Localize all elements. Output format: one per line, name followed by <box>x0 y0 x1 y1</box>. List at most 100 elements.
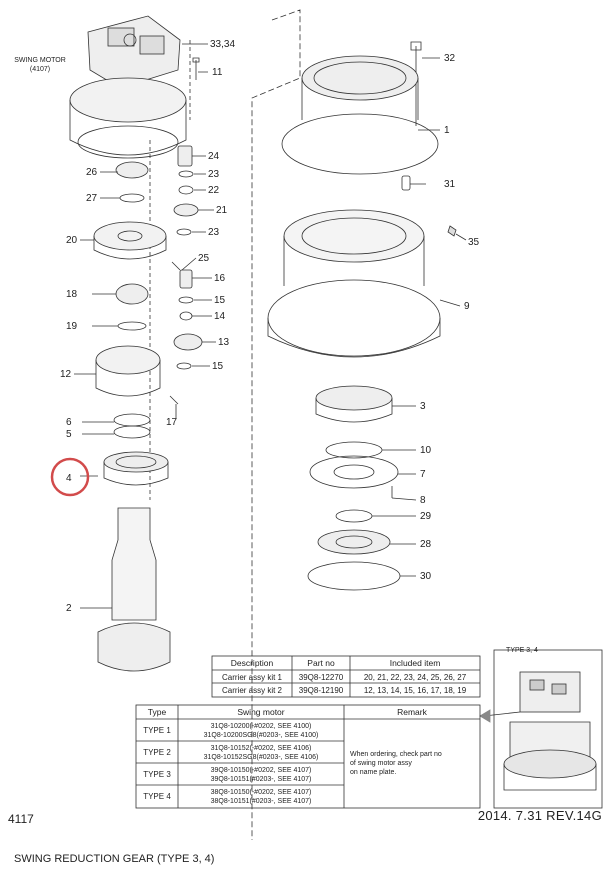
type-table <box>135 704 481 809</box>
washer-23b <box>176 228 192 236</box>
callout-27: 27 <box>86 193 98 204</box>
callout-19: 19 <box>66 321 78 332</box>
oring-29 <box>335 509 373 523</box>
callouts: 33,34 11 24 26 23 27 22 21 20 23 25 16 1… <box>60 39 480 614</box>
callout-29: 29 <box>420 511 432 522</box>
washer-27 <box>119 193 145 203</box>
pin-31 <box>401 175 411 191</box>
type-row4-line1: 38Q8-10150(-#0202, SEE 4107) <box>211 789 312 796</box>
type-row4-line2: 38Q8-10151(#0203-, SEE 4107) <box>211 798 312 805</box>
callout-23b: 23 <box>208 227 220 238</box>
type-row3-line1: 39Q8-10150(-#0202, SEE 4107) <box>211 767 312 774</box>
carrier-12 <box>95 345 161 397</box>
bearing-22 <box>178 185 194 195</box>
type-row1-type: TYPE 1 <box>143 726 171 735</box>
callout-25: 25 <box>198 253 210 264</box>
callout-18: 18 <box>66 289 78 300</box>
callout-3: 3 <box>420 401 426 412</box>
pin-16 <box>179 269 193 289</box>
gear-21 <box>173 203 199 217</box>
pin-24 <box>177 145 193 167</box>
callout-32: 32 <box>444 53 456 64</box>
callout-1: 1 <box>444 125 450 136</box>
callout-6: 6 <box>66 417 72 428</box>
callout-12: 12 <box>60 369 72 380</box>
callout-16: 16 <box>214 273 226 284</box>
callout-9: 9 <box>464 301 470 312</box>
page-number: 4117 <box>8 812 34 826</box>
type-row1-line2: 31Q8-10200SG8(#0203-, SEE 4100) <box>204 732 319 739</box>
callout-8: 8 <box>420 495 426 506</box>
kit-table <box>211 655 481 698</box>
bolt-11 <box>192 57 200 80</box>
callout-23a: 23 <box>208 169 220 180</box>
type34-thumbnail <box>493 649 603 809</box>
callout-21: 21 <box>216 205 228 216</box>
washer-15b <box>176 362 192 370</box>
type-row2-line2: 31Q8-10152SG8(#0203-, SEE 4106) <box>204 754 319 761</box>
callout-15a: 15 <box>214 295 226 306</box>
motor-label-line2: (4107) <box>30 66 50 73</box>
callout-33-34: 33,34 <box>210 39 235 50</box>
callout-13: 13 <box>218 337 230 348</box>
callout-17: 17 <box>166 417 178 428</box>
washer-23a <box>178 170 194 178</box>
kit-row2-items: 12, 13, 14, 15, 16, 17, 18, 19 <box>364 686 467 695</box>
callout-20: 20 <box>66 235 78 246</box>
kit-row1-desc: Carrier assy kit 1 <box>222 673 283 682</box>
callout-35: 35 <box>468 237 480 248</box>
callout-5: 5 <box>66 429 72 440</box>
figure-caption: SWING REDUCTION GEAR (TYPE 3, 4) <box>14 853 215 865</box>
pin-17 <box>169 395 179 405</box>
callout-30: 30 <box>420 571 432 582</box>
type-header-type: Type <box>148 707 167 717</box>
arrow-head <box>479 709 491 723</box>
kit-row1-partno: 39Q8-12270 <box>299 673 344 682</box>
highlight-circle <box>50 457 90 497</box>
kit-row1-items: 20, 21, 22, 23, 24, 25, 26, 27 <box>364 673 467 682</box>
ring-5 <box>113 425 151 439</box>
kit-header-included: Included item <box>390 658 441 668</box>
type-row1-line1: 31Q8-10200(-#0202, SEE 4100) <box>211 723 312 730</box>
callout-31: 31 <box>444 179 456 190</box>
swing-motor-illustration <box>69 15 187 159</box>
callout-15b: 15 <box>212 361 224 372</box>
type-header-remark: Remark <box>397 707 428 717</box>
kit-row2-partno: 39Q8-12190 <box>299 686 344 695</box>
type-label: TYPE 3, 4 <box>506 647 538 654</box>
kit-header-description: Description <box>231 658 274 668</box>
type-row4-type: TYPE 4 <box>143 792 171 801</box>
seal-6 <box>113 413 151 427</box>
callout-11: 11 <box>212 67 223 78</box>
washer-15a <box>178 296 194 304</box>
bearing-14 <box>179 311 193 321</box>
remark-line3: on name plate. <box>350 769 396 776</box>
callout-14: 14 <box>214 311 226 322</box>
type-row3-type: TYPE 3 <box>143 770 171 779</box>
callout-7: 7 <box>420 469 426 480</box>
washer-19 <box>117 321 147 331</box>
callout-24: 24 <box>208 151 220 162</box>
callout-22: 22 <box>208 185 220 196</box>
remark-line2: of swing motor assy <box>350 760 412 767</box>
pin-25 <box>171 261 181 271</box>
callout-28: 28 <box>420 539 432 550</box>
cover-30 <box>307 561 401 591</box>
type-row2-line1: 31Q8-10152(-#0202, SEE 4106) <box>211 745 312 752</box>
gear-26 <box>115 161 149 179</box>
kit-header-partno: Part no <box>307 658 335 668</box>
drive-shaft-2 <box>97 507 171 672</box>
bearing-4 <box>103 451 169 486</box>
motor-label-line1: SWING MOTOR <box>14 57 66 64</box>
callout-10: 10 <box>420 445 432 456</box>
gear-13 <box>173 333 203 351</box>
plate-7 <box>309 455 399 489</box>
carrier-20 <box>93 221 167 260</box>
housing-9 <box>267 209 441 358</box>
separator-line <box>251 9 301 840</box>
ring-gear-1 <box>281 55 439 175</box>
type-row3-line2: 39Q8-10151(#0203-, SEE 4107) <box>211 776 312 783</box>
bolt-32 <box>410 41 422 126</box>
seal-28 <box>317 529 391 555</box>
remark-line1: When ordering, check part no <box>350 751 442 758</box>
